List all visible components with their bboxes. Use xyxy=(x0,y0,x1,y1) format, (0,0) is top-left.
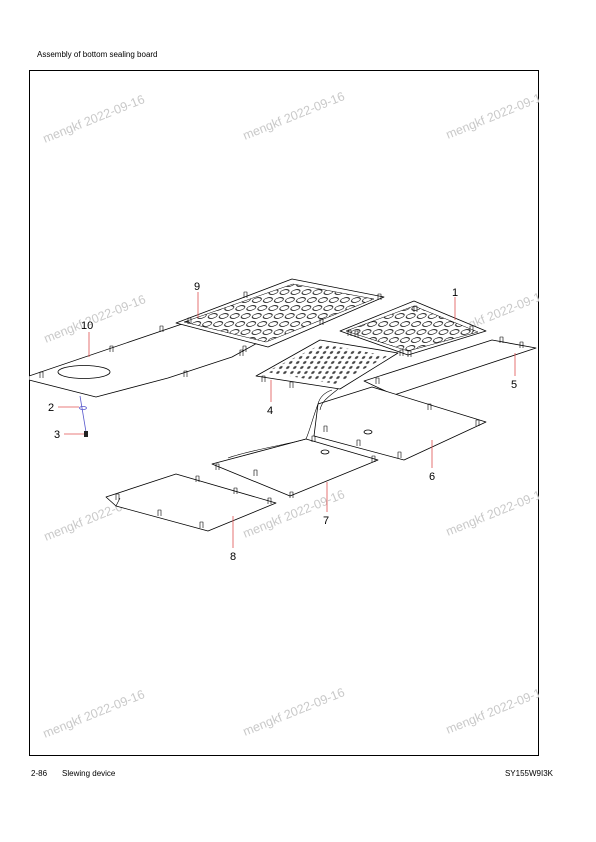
callout-8: 8 xyxy=(230,551,236,563)
callout-10: 10 xyxy=(81,320,93,332)
watermark-text: mengkf 2022-09-16 xyxy=(241,487,347,541)
footer-page-number: 2-86 xyxy=(31,769,48,778)
footer-section-name: Slewing device xyxy=(62,769,116,778)
watermark-text: mengkf 2022-09-16 xyxy=(42,292,148,346)
perforated-panel-1 xyxy=(339,300,487,357)
watermark-text: mengkf 2022-09-16 xyxy=(241,685,347,739)
callout-9: 9 xyxy=(194,281,200,293)
watermark-text: mengkf 2022-09-16 xyxy=(41,92,147,146)
watermark-text: mengkf 2022-09-16 xyxy=(41,687,147,741)
sealing-board-8 xyxy=(105,473,277,532)
callout-numbers: 1 2 3 4 5 6 7 8 9 10 xyxy=(48,281,517,563)
watermark-text: mengkf 2022-09-16 xyxy=(444,683,539,737)
perforated-panel-9 xyxy=(175,278,385,352)
drawing-frame xyxy=(29,70,539,756)
callout-4: 4 xyxy=(267,405,273,417)
callout-6: 6 xyxy=(429,471,435,483)
watermark-text: mengkf 2022-09-16 xyxy=(444,485,539,539)
leader-lines xyxy=(58,292,516,548)
watermark-text: mengkf 2022-09-16 xyxy=(444,88,539,142)
callout-2: 2 xyxy=(48,402,54,414)
callout-3: 3 xyxy=(54,429,60,441)
sealing-board-7 xyxy=(211,435,379,498)
sealing-board-6 xyxy=(313,386,487,461)
callout-7: 7 xyxy=(323,515,329,527)
footer-model-code: SY155W9I3K xyxy=(504,769,553,778)
page-title: Assembly of bottom sealing board xyxy=(37,50,158,59)
watermark-text: mengkf 2022-09-16 xyxy=(241,89,347,143)
perforated-panel-4 xyxy=(255,329,404,390)
callout-5: 5 xyxy=(511,379,517,391)
watermark-layer: mengkf 2022-09-16 mengkf 2022-09-16 meng… xyxy=(41,88,539,741)
bolt-assembly xyxy=(79,395,88,437)
exploded-assembly-drawing: mengkf 2022-09-16 mengkf 2022-09-16 meng… xyxy=(29,88,539,741)
callout-1: 1 xyxy=(452,287,458,299)
